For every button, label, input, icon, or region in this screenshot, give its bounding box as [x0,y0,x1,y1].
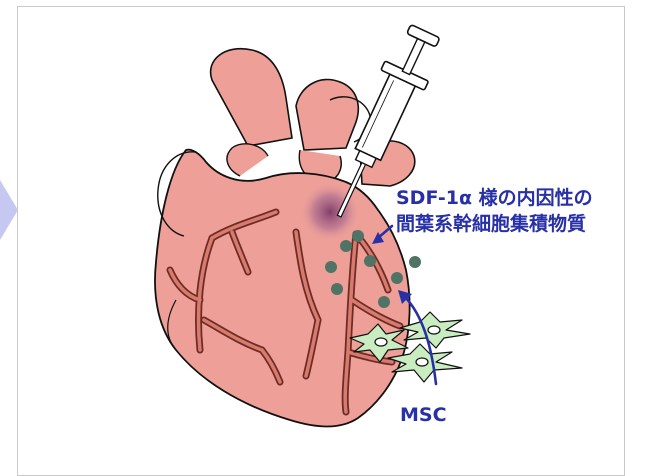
heart-illustration: SDF-1α 様の内因性の 間葉系幹細胞集積物質 MSC [0,0,661,459]
factor-label-line1: SDF-1α 様の内因性の [396,186,593,209]
msc-label: MSC [400,404,447,426]
diagram-stage: SDF-1α 様の内因性の 間葉系幹細胞集積物質 MSC [0,0,661,459]
factor-label-line2: 間葉系幹細胞集積物質 [396,212,586,235]
heart-body [155,150,410,427]
